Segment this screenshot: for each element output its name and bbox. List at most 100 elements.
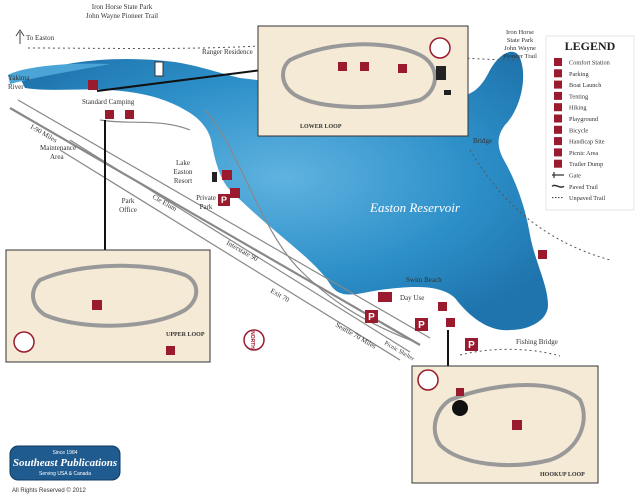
maintenance-label-1: Maintenance <box>40 144 76 152</box>
resort-label-1: Lake <box>176 159 190 167</box>
lower-loop-label: LOWER LOOP <box>300 124 342 130</box>
parking-icon <box>554 69 562 78</box>
lake-name-label: Easton Reservoir <box>369 200 461 215</box>
publisher-tagline: Serving USA & Canada <box>39 471 91 477</box>
picnic-icon <box>222 170 232 180</box>
handicap-icon <box>554 137 562 146</box>
hiking-icon <box>554 103 562 112</box>
parking-icon <box>415 318 428 331</box>
boat-launch-icon <box>378 292 392 302</box>
resort-building <box>212 172 217 182</box>
legend-item-label: Hiking <box>569 105 587 112</box>
park-office-label-1: Park <box>122 197 135 205</box>
tent-icon <box>554 91 562 100</box>
svg-text:P: P <box>468 340 475 351</box>
seattle-70-label: Seattle 70 Miles <box>334 321 378 351</box>
tent-icon <box>398 64 407 73</box>
restroom-icon <box>360 62 369 71</box>
legend-item-label: Handicap Site <box>569 139 605 146</box>
private-park-label-1: Private <box>196 194 216 202</box>
gate-icon <box>552 172 564 178</box>
upper-loop-label: UPPER LOOP <box>166 332 205 338</box>
ranger-residence-building <box>154 61 164 77</box>
standard-camping-label: Standard Camping <box>82 98 135 106</box>
cle-elum-label: Cle Elum <box>151 193 179 214</box>
tent-icon <box>166 346 175 355</box>
legend-item-label: Unpaved Trail <box>569 195 605 202</box>
iron-horse-right-3: John Wayne <box>504 45 536 52</box>
restroom-icon <box>438 302 447 311</box>
legend-item-label: Comfort Station <box>569 60 611 67</box>
maintenance-label-2: Area <box>50 153 64 161</box>
legend-item-label: Tenting <box>569 93 589 100</box>
resort-label-3: Resort <box>174 177 192 185</box>
restroom-icon <box>554 58 562 66</box>
to-easton-label: To Easton <box>26 34 55 42</box>
ranger-residence-label: Ranger Residence <box>202 48 253 56</box>
north-arrow-main-icon: NORTH <box>243 329 265 351</box>
yakima-river-label-1: Yakima <box>8 74 30 82</box>
restroom-icon <box>88 80 98 90</box>
svg-text:NORTH: NORTH <box>249 331 255 349</box>
restroom-icon <box>512 420 522 430</box>
legend-item-label: Playground <box>569 116 599 123</box>
exit-70-label: Exit 70 <box>269 287 291 304</box>
river-inlet <box>8 63 110 84</box>
upper-loop-inset: UPPER LOOP <box>5 120 211 363</box>
restroom-icon <box>92 300 102 310</box>
boat-launch-icon <box>554 80 562 89</box>
restroom-icon <box>105 110 114 119</box>
fishing-bridge-label: Fishing Bridge <box>516 338 558 346</box>
playground-icon <box>554 114 562 123</box>
handicap-icon <box>456 388 464 396</box>
building-icon <box>444 90 451 95</box>
legend-item-label: Boat Launch <box>569 82 602 89</box>
parking-icon <box>465 338 478 351</box>
legend-item-label: Trailer Dump <box>569 161 603 168</box>
park-office-label-2: Office <box>119 206 137 214</box>
publisher-logo: Since 1984 Southeast Publications Servin… <box>9 445 121 481</box>
restroom-icon <box>338 62 347 71</box>
north-arrow-lower-icon <box>429 37 451 59</box>
svg-text:P: P <box>368 312 375 323</box>
private-park-label-2: Park <box>200 203 213 211</box>
svg-text:P: P <box>418 320 425 331</box>
north-arrow-hookup-icon <box>417 369 439 391</box>
swim-beach-label: Swim Beach <box>406 276 442 284</box>
iron-horse-top-line2: John Wayne Pioneer Trail <box>86 12 158 20</box>
iron-horse-right-4: Pioneer Trail <box>503 53 537 60</box>
parking-icon <box>365 310 378 323</box>
picnic-icon <box>554 148 562 157</box>
legend-item-label: Parking <box>569 71 589 78</box>
bicycle-icon <box>554 125 562 134</box>
copyright: All Rights Reserved © 2012 <box>12 487 86 494</box>
to-easton-arrow-icon <box>15 29 25 44</box>
legend-item-label: Bicycle <box>569 127 588 134</box>
trailer-dump-icon <box>554 159 562 168</box>
bicycle-icon <box>538 250 547 259</box>
svg-text:P: P <box>221 195 227 205</box>
legend-title: LEGEND <box>565 39 616 53</box>
gate-icon <box>452 400 468 416</box>
hookup-loop-inset: HOOKUP LOOP <box>411 330 599 484</box>
hookup-loop-label: HOOKUP LOOP <box>540 472 585 478</box>
iron-horse-top-line1: Iron Horse State Park <box>92 3 153 11</box>
lower-loop-inset: LOWER LOOP <box>96 25 469 137</box>
restroom-icon <box>125 110 134 119</box>
north-arrow-upper-icon <box>13 331 35 353</box>
publisher-name: Southeast Publications <box>13 457 117 469</box>
picnic-icon <box>230 188 240 198</box>
publisher-since: Since 1984 <box>52 450 77 456</box>
iron-horse-right-1: Iron Horse <box>506 29 534 36</box>
paved-trail-icon <box>551 184 565 188</box>
iron-horse-right-2: State Park <box>507 37 534 44</box>
legend-item-label: Gate <box>569 173 581 180</box>
legend-item-label: Paved Trail <box>569 184 598 191</box>
legend-item-label: Picnic Area <box>569 150 598 157</box>
resort-label-2: Easton <box>173 168 193 176</box>
bridge-label: Bridge <box>473 137 492 145</box>
parking-icon <box>218 194 230 206</box>
